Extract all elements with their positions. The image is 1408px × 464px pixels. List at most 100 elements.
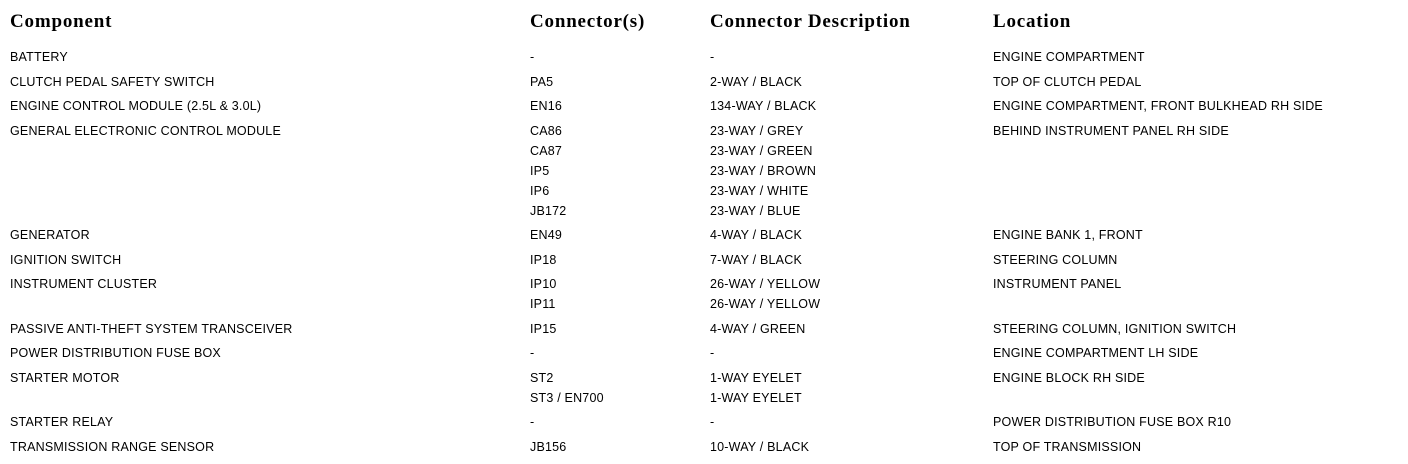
connector-description: 1-WAY EYELET [710,370,802,385]
location-cell: POWER DISTRIBUTION FUSE BOX R10 [993,415,1232,429]
connector-description: - [710,415,715,429]
connector-name: ST3 / EN700 [530,390,604,405]
location-cell: ENGINE BLOCK RH SIDE [993,370,1145,385]
table-body: BATTERY - - ENGINE COMPARTMENT CLUTCH PEDAL … [10,47,1408,457]
connectors-cell: IP15 [530,319,710,339]
connector-description: 7-WAY / BLACK [710,252,802,267]
connector-description: 134-WAY / BLACK [710,99,817,113]
table-row: BATTERY - - ENGINE COMPARTMENT [10,47,1408,67]
connectors-cell: - [530,47,710,67]
connector-description: 23-WAY / BLUE [710,203,801,218]
connector-description-cell: 1-WAY EYELET 1-WAY EYELET [710,368,993,408]
connector-description-cell: - [710,343,993,363]
column-header-connectors: Connector(s) [530,11,646,32]
column-header-connector-description: Connector Description [710,11,911,32]
connector-name: IP11 [530,297,556,311]
component-cell: GENERAL ELECTRONIC CONTROL MODULE [10,123,281,138]
connector-description-cell: 4-WAY / BLACK [710,225,993,245]
table-row: TRANSMISSION RANGE SENSOR JB156 10-WAY / B… [10,437,1408,457]
table-header: Component Connector(s) Connector Descrip… [10,10,1408,34]
location-cell: TOP OF TRANSMISSION [993,439,1142,454]
connector-description-cell: - [710,47,993,67]
component-cell: CLUTCH PEDAL SAFETY SWITCH [10,74,215,89]
location-cell: INSTRUMENT PANEL [993,277,1122,291]
connectors-cell: JB156 [530,437,710,457]
connector-description: 2-WAY / BLACK [710,74,802,89]
connector-description-cell: 2-WAY / BLACK [710,72,993,92]
connector-description-cell: 4-WAY / GREEN [710,319,993,339]
table-row: GENERATOR EN49 4-WAY / BLACK ENGINE BANK 1,… [10,225,1408,245]
component-cell: STARTER MOTOR [10,370,120,385]
component-cell: PASSIVE ANTI-THEFT SYSTEM TRANSCEIVER [10,321,293,336]
connector-description-cell: - [710,412,993,432]
connector-description: 26-WAY / YELLOW [710,277,821,291]
connectors-cell: - [530,343,710,363]
connector-description: 23-WAY / GREEN [710,143,813,158]
connector-description-cell: 23-WAY / GREY 23-WAY / GREEN 23-WAY / BROW… [710,121,993,221]
connector-name: - [530,50,535,64]
connector-description: - [710,346,715,360]
connector-description: 1-WAY EYELET [710,390,802,405]
table-row: CLUTCH PEDAL SAFETY SWITCH PA5 2-WAY / BLA… [10,72,1408,92]
connector-name: IP5 [530,163,550,178]
connector-name: - [530,346,535,360]
connector-description: - [710,50,715,64]
connectors-cell: IP18 [530,250,710,270]
connector-description: 10-WAY / BLACK [710,439,810,454]
connector-name: CA87 [530,143,563,158]
table-row: ENGINE CONTROL MODULE (2.5L & 3.0L) EN16 1… [10,96,1408,116]
connector-description-cell: 26-WAY / YELLOW 26-WAY / YELLOW [710,274,993,314]
component-cell: BATTERY [10,50,68,64]
component-cell: GENERATOR [10,228,90,242]
location-cell: TOP OF CLUTCH PEDAL [993,74,1142,89]
column-header-location: Location [993,11,1072,32]
connector-description-cell: 10-WAY / BLACK [710,437,993,457]
connector-description: 4-WAY / GREEN [710,321,806,336]
component-cell: TRANSMISSION RANGE SENSOR [10,439,215,454]
connector-description: 26-WAY / YELLOW [710,297,821,311]
connector-name: IP18 [530,252,557,267]
connector-name: IP6 [530,183,550,198]
connectors-cell: EN16 [530,96,710,116]
component-cell: ENGINE CONTROL MODULE (2.5L & 3.0L) [10,99,262,113]
connectors-cell: PA5 [530,72,710,92]
table-row: PASSIVE ANTI-THEFT SYSTEM TRANSCEIVER IP1… [10,319,1408,339]
connector-name: IP15 [530,321,557,336]
connector-name: CA86 [530,123,563,138]
connector-name: JB156 [530,439,567,454]
connector-description: 23-WAY / GREY [710,123,804,138]
column-header-component: Component [10,11,113,32]
location-cell: STEERING COLUMN, IGNITION SWITCH [993,321,1237,336]
connector-description: 23-WAY / BROWN [710,163,817,178]
component-cell: INSTRUMENT CLUSTER [10,277,158,291]
location-cell: ENGINE COMPARTMENT LH SIDE [993,346,1199,360]
connector-name: JB172 [530,203,567,218]
component-cell: STARTER RELAY [10,415,114,429]
connector-name: EN16 [530,99,563,113]
connector-name: - [530,415,535,429]
connector-description: 4-WAY / BLACK [710,228,802,242]
connector-name: PA5 [530,74,554,89]
connector-name: IP10 [530,277,557,291]
connector-name: ST2 [530,370,554,385]
component-cell: IGNITION SWITCH [10,252,122,267]
table-row: STARTER RELAY - - POWER DISTRIBUTION FUSE B… [10,412,1408,432]
connector-description-cell: 134-WAY / BLACK [710,96,993,116]
connectors-cell: EN49 [530,225,710,245]
connector-description-cell: 7-WAY / BLACK [710,250,993,270]
connector-name: EN49 [530,228,563,242]
location-cell: ENGINE BANK 1, FRONT [993,228,1143,242]
location-cell: ENGINE COMPARTMENT [993,50,1145,64]
connectors-cell: - [530,412,710,432]
connector-description: 23-WAY / WHITE [710,183,809,198]
location-cell: BEHIND INSTRUMENT PANEL RH SIDE [993,123,1229,138]
component-cell: POWER DISTRIBUTION FUSE BOX [10,346,221,360]
